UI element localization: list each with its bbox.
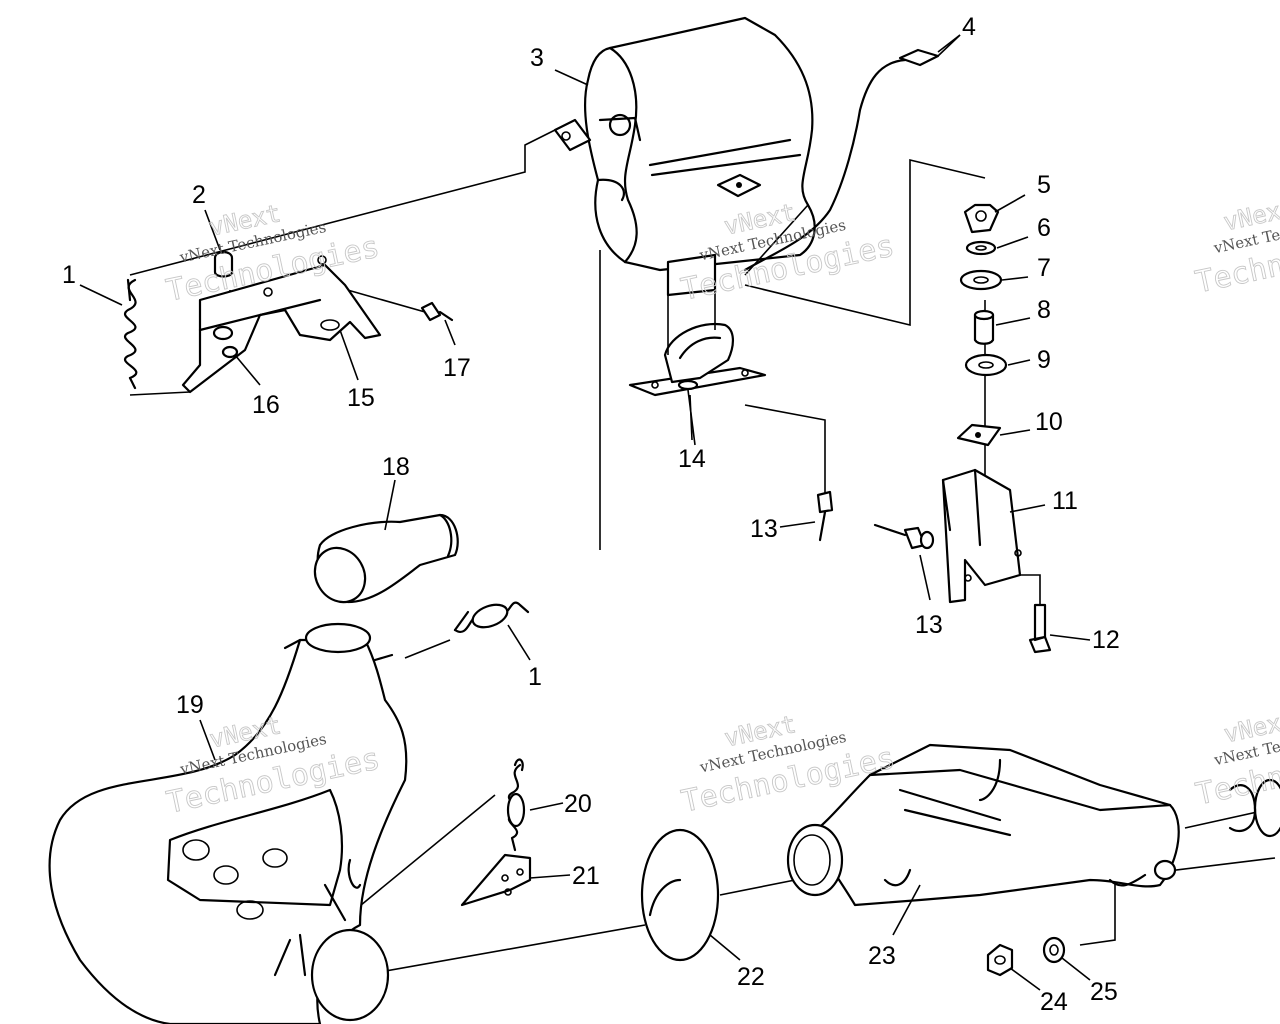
callout-5: 5 (1037, 171, 1051, 199)
callout-18: 18 (382, 453, 410, 481)
muffler (786, 743, 1280, 907)
callout-16: 15 (347, 384, 375, 412)
sensor-wire (743, 34, 961, 272)
exhaust-pipe (48, 622, 408, 1024)
callout-labels: 1 2 3 4 5 6 7 8 9 10 11 12 13 13 14 15 1… (62, 13, 1120, 1016)
callout-9: 9 (1037, 346, 1051, 374)
callout-11: 11 (1052, 487, 1078, 515)
callout-13-right: 13 (915, 611, 943, 639)
watermark-bottom-right: vNext vNext Technologies Technologies (1192, 706, 1280, 813)
callout-3: 3 (530, 44, 544, 72)
dome-cap (640, 828, 720, 962)
airbox-silencer (553, 16, 816, 297)
callout-12: 12 (1092, 626, 1120, 654)
callout-7: 7 (1037, 254, 1051, 282)
callout-22: 22 (737, 963, 765, 991)
callout-6: 6 (1037, 214, 1051, 242)
mount-bracket-right (873, 468, 1052, 654)
callout-17: 16 (252, 391, 280, 419)
callout-15: 14 (678, 445, 706, 473)
elbow-hose (313, 513, 459, 604)
callout-8: 8 (1037, 296, 1051, 324)
callout-1-top: 1 (62, 261, 76, 289)
callout-24: 24 (1040, 988, 1068, 1016)
mount-bracket-left (124, 250, 454, 394)
spring-middle (453, 601, 530, 633)
nut-and-washer (986, 936, 1066, 977)
callout-1-middle: 1 (528, 663, 542, 691)
callout-23: 23 (868, 942, 896, 970)
spring-and-plate (460, 758, 532, 907)
callout-2: 2 (192, 181, 206, 209)
callout-10: 10 (1035, 408, 1063, 436)
callout-19: 19 (176, 691, 204, 719)
callout-21: 21 (572, 862, 600, 890)
hardware-stack (956, 203, 1008, 447)
callout-4: 4 (962, 13, 976, 41)
callout-leaders (79, 34, 1091, 991)
callout-20: 20 (564, 790, 592, 818)
fastener-14 (816, 490, 834, 542)
callout-13-left: 17 (443, 354, 471, 382)
watermark-top-right: vNext vNext Technologies Technologies (1192, 194, 1280, 301)
callout-14: 13 (750, 515, 778, 543)
mount-plate-boot (628, 290, 767, 446)
callout-25: 25 (1090, 978, 1118, 1006)
